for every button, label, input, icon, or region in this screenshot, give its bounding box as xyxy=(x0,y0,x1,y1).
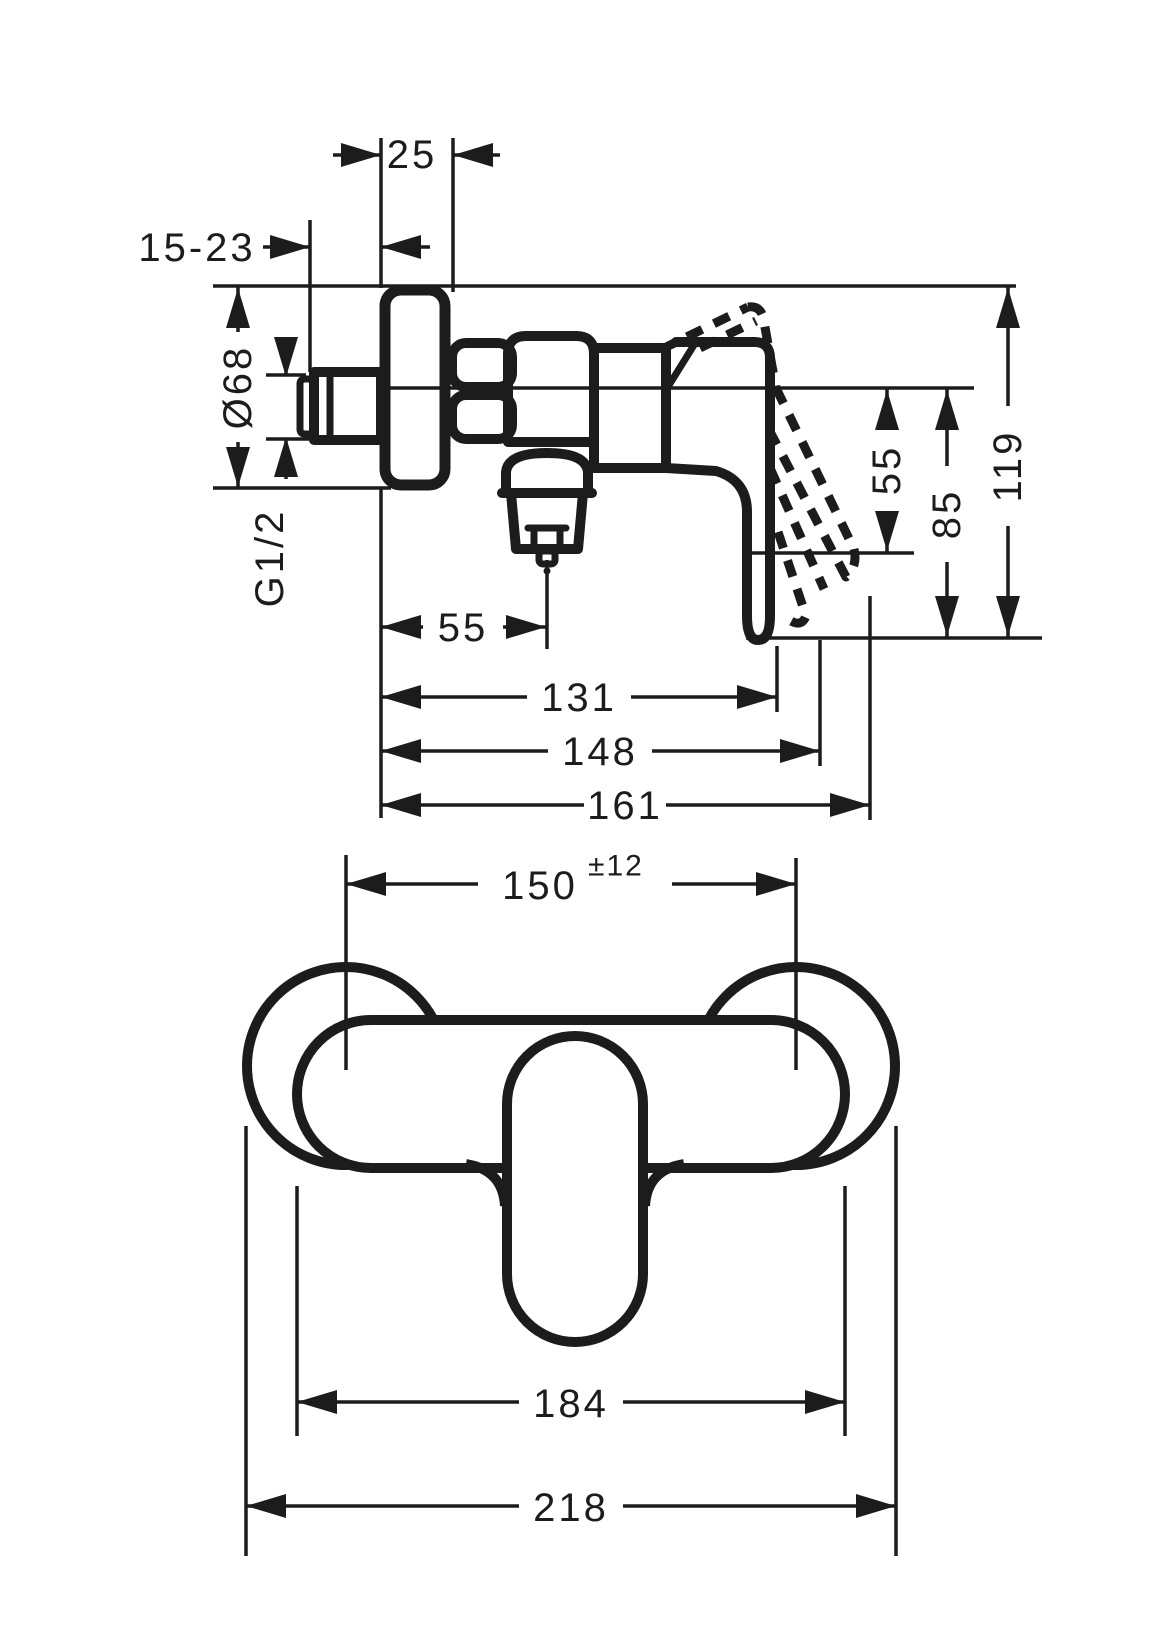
side-view-labels: 25 15-23 Ø68 G1/2 55 85 119 55 131 148 1… xyxy=(138,133,1030,828)
inlet-s-union xyxy=(309,367,386,445)
arrow-150-left xyxy=(346,872,386,896)
arrow-218-left xyxy=(246,1494,286,1518)
side-view-arrowheads xyxy=(226,143,1020,817)
arrow-150-right xyxy=(756,872,796,896)
arrow-184-right xyxy=(805,1390,845,1414)
outlet-dome xyxy=(497,448,597,498)
side-view: 25 15-23 Ø68 G1/2 55 85 119 55 131 148 1… xyxy=(138,133,1042,828)
front-view-extension-lines xyxy=(244,1126,898,1556)
outlet-body xyxy=(506,488,588,554)
wall-escutcheon-side xyxy=(379,284,451,491)
dim-label-184: 184 xyxy=(533,1382,609,1426)
dim-label-55-wall: 55 xyxy=(438,606,489,650)
dim-label-15-23: 15-23 xyxy=(138,226,255,270)
arrow-218-right xyxy=(856,1494,896,1518)
dim-label-119: 119 xyxy=(986,430,1030,503)
arrow-184-left xyxy=(297,1390,337,1414)
mixer-body-block xyxy=(589,343,671,473)
front-view: 150 ±12 184 xyxy=(242,850,900,1556)
dim-label-25: 25 xyxy=(387,133,438,177)
outlet-nut-detail xyxy=(524,524,570,553)
handle-fillet-right xyxy=(640,1159,685,1207)
dim-label-218: 218 xyxy=(533,1486,609,1530)
dim-label-g12-thread: G1/2 xyxy=(248,509,292,608)
dim-label-85: 85 xyxy=(925,489,969,540)
dim-label-131: 131 xyxy=(541,676,617,720)
inlet-pipe-end xyxy=(296,375,318,438)
dim-label-148: 148 xyxy=(562,730,638,774)
handle-front xyxy=(502,1031,648,1347)
mixer-front-outline xyxy=(242,855,900,1347)
handle-fillet-left xyxy=(465,1159,510,1207)
dim-label-dia68: Ø68 xyxy=(216,345,260,430)
lever-handle-closed xyxy=(661,337,775,645)
dim-label-150: 150 xyxy=(502,864,578,908)
outlet-drip-dot xyxy=(543,567,551,575)
dim-label-161: 161 xyxy=(587,784,663,828)
dim-label-55-drop: 55 xyxy=(865,445,909,496)
dim-label-150-tolerance: ±12 xyxy=(588,850,644,883)
mixer-side-outline xyxy=(296,284,775,645)
side-view-extension-lines xyxy=(213,138,1042,820)
lever-handle-open-dashed xyxy=(658,302,860,628)
lever-rear-chamfer xyxy=(662,341,698,394)
outlet-nipple xyxy=(535,547,559,568)
